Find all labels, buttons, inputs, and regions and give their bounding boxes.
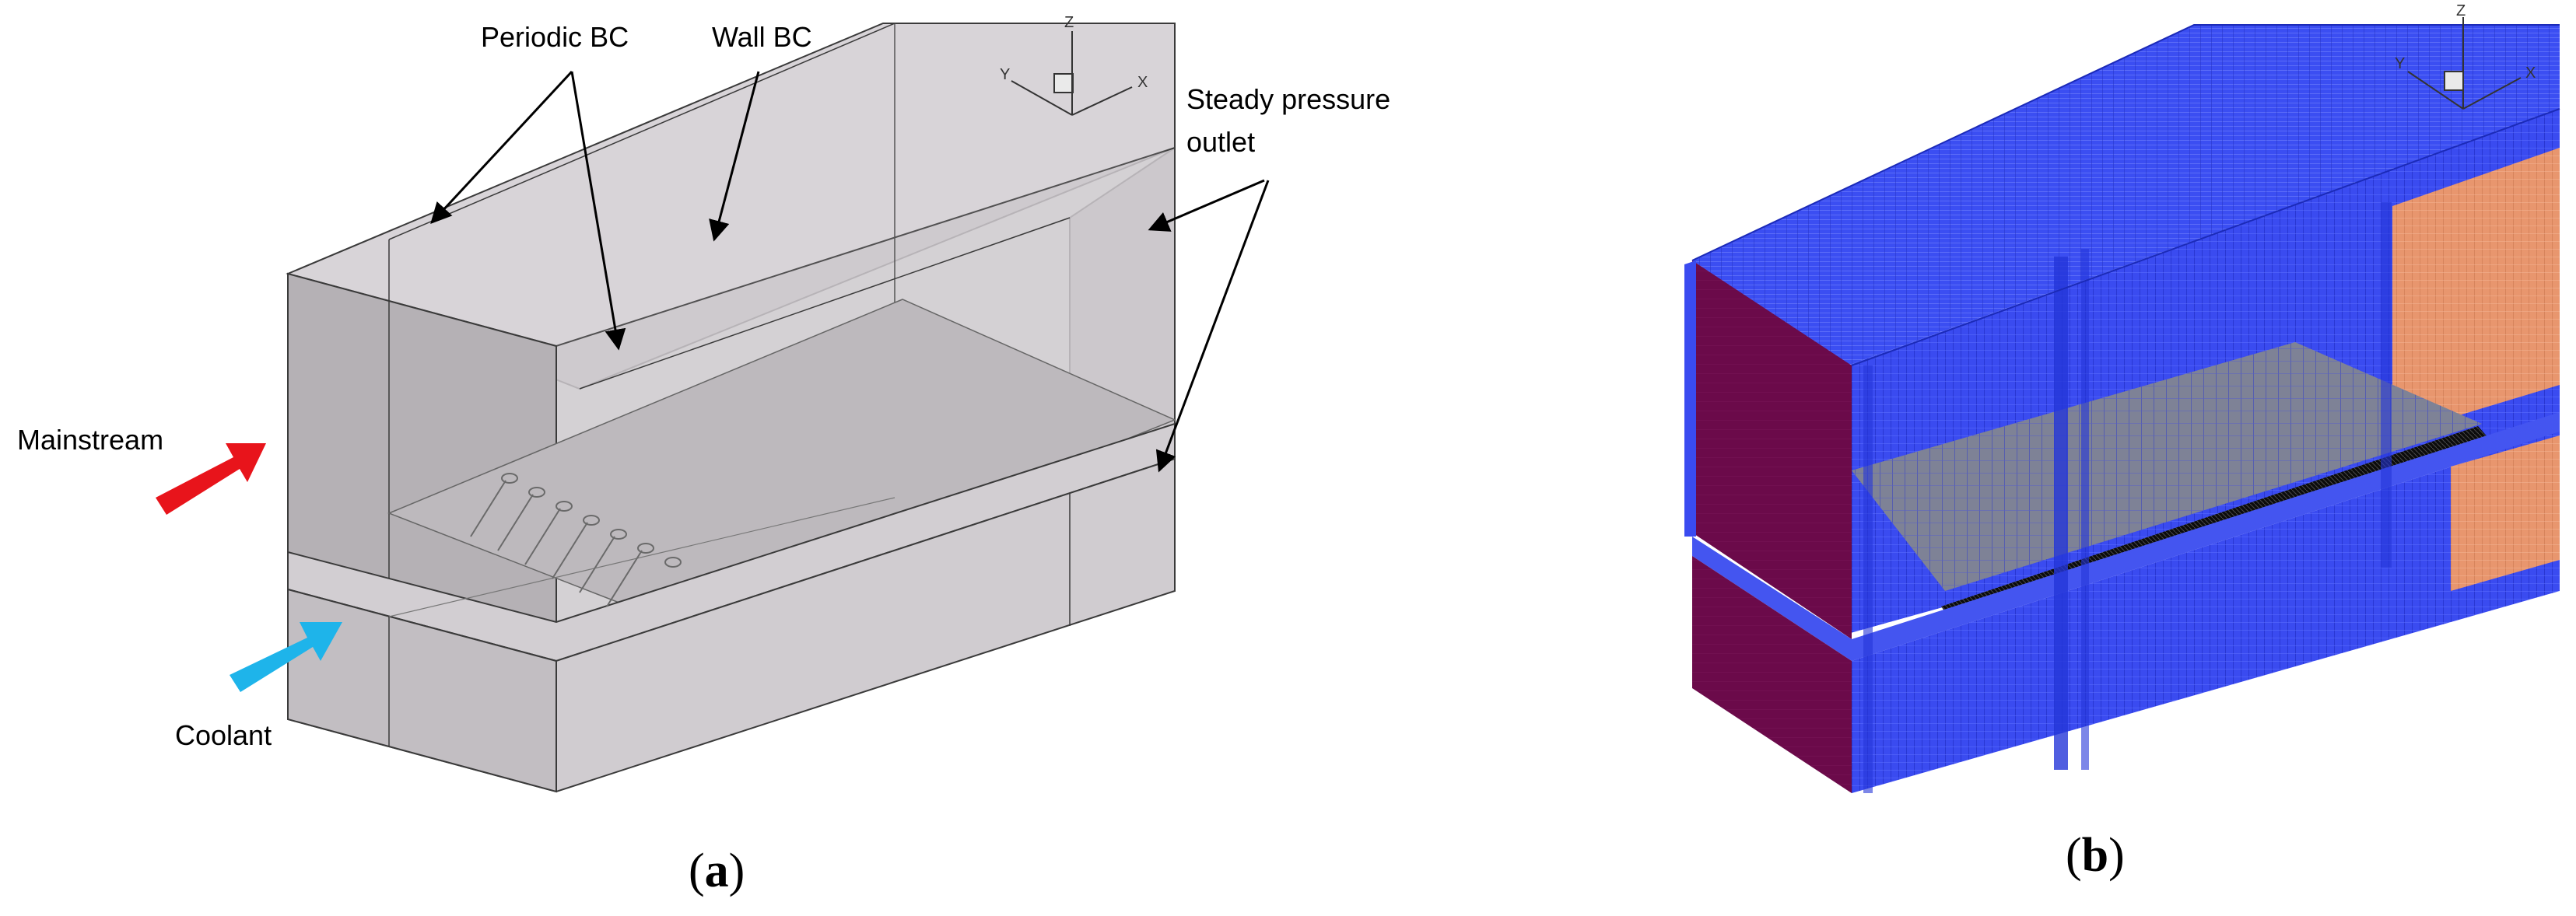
upper-box-edge [388,23,895,240]
mesh-plate-region [1852,342,2482,591]
axis-y-label: Y [2395,55,2405,72]
wall-bc-label: Wall BC [712,21,812,53]
cooling-hole [610,529,627,540]
cooling-hole [583,515,600,526]
cooling-hole [556,501,573,512]
annotation-arrows [430,70,1270,473]
lower-box-left-face [287,588,557,793]
axes-triad-cube [2444,71,2464,91]
cooling-hole [528,487,545,498]
panel-b-axes-triad: Z X Y [2395,2,2536,110]
axis-x-label: X [1137,74,1148,91]
coolant-label: Coolant [175,719,272,751]
pressure-outlet-arrow-lower [1155,180,1270,473]
axes-triad-cube [1053,73,1074,93]
mainstream-label: Mainstream [17,424,163,456]
axis-y-label: Y [1000,66,1010,83]
mesh-outlet-face-upper [2392,148,2560,435]
panel-a-caption: (a) [689,844,745,897]
periodic-bc-label: Periodic BC [481,21,629,53]
mesh-upper-side-strip [1684,260,1696,537]
mesh-refinement-band [2054,257,2068,770]
mesh-inlet-face-upper [1692,260,1852,639]
cooling-hole-tube [470,480,643,607]
cooling-hole [637,543,654,554]
mesh-refinement-band [1863,365,1873,793]
pressure-outlet-arrow-upper [1148,179,1265,232]
mesh-outline [1851,108,2560,366]
steady-pressure-label-line1: Steady pressure [1186,83,1390,115]
cooling-hole [501,473,518,484]
mesh-outline [1691,24,2560,261]
panel-b-mesh [1684,24,2560,793]
panel-a-geometry [286,23,1176,793]
upper-box-edge [579,217,1071,390]
mesh-refinement-band [2381,202,2392,568]
mainstream-arrow [156,443,266,515]
panel-b-caption: (b) [2066,829,2125,882]
periodic-bc-arrow-left [430,70,573,224]
axis-z-label: Z [2456,2,2466,19]
coolant-arrow [230,622,342,692]
steady-pressure-label-line2: outlet [1186,126,1255,158]
axis-x-line [1071,86,1133,116]
axis-x-label: X [2525,65,2536,82]
film-cooling-holes [470,473,682,607]
lower-box-edge [388,497,895,617]
axis-z-label: Z [1064,14,1074,31]
periodic-bc-arrow-right [570,71,626,351]
mesh-inlet-face-lower [1692,556,1852,793]
axis-x-line [2462,77,2522,110]
cooling-hole [664,557,682,568]
axis-y-line [2407,71,2464,110]
mesh-top-face [1692,25,2560,365]
test-plate [387,299,1176,623]
mesh-outlet-face-lower [2451,435,2560,591]
mesh-refinement-band [2081,249,2089,770]
wall-bc-arrow [709,71,760,242]
axis-y-line [1011,80,1073,116]
panel-a-axes-triad: Z X Y [1000,14,1148,116]
